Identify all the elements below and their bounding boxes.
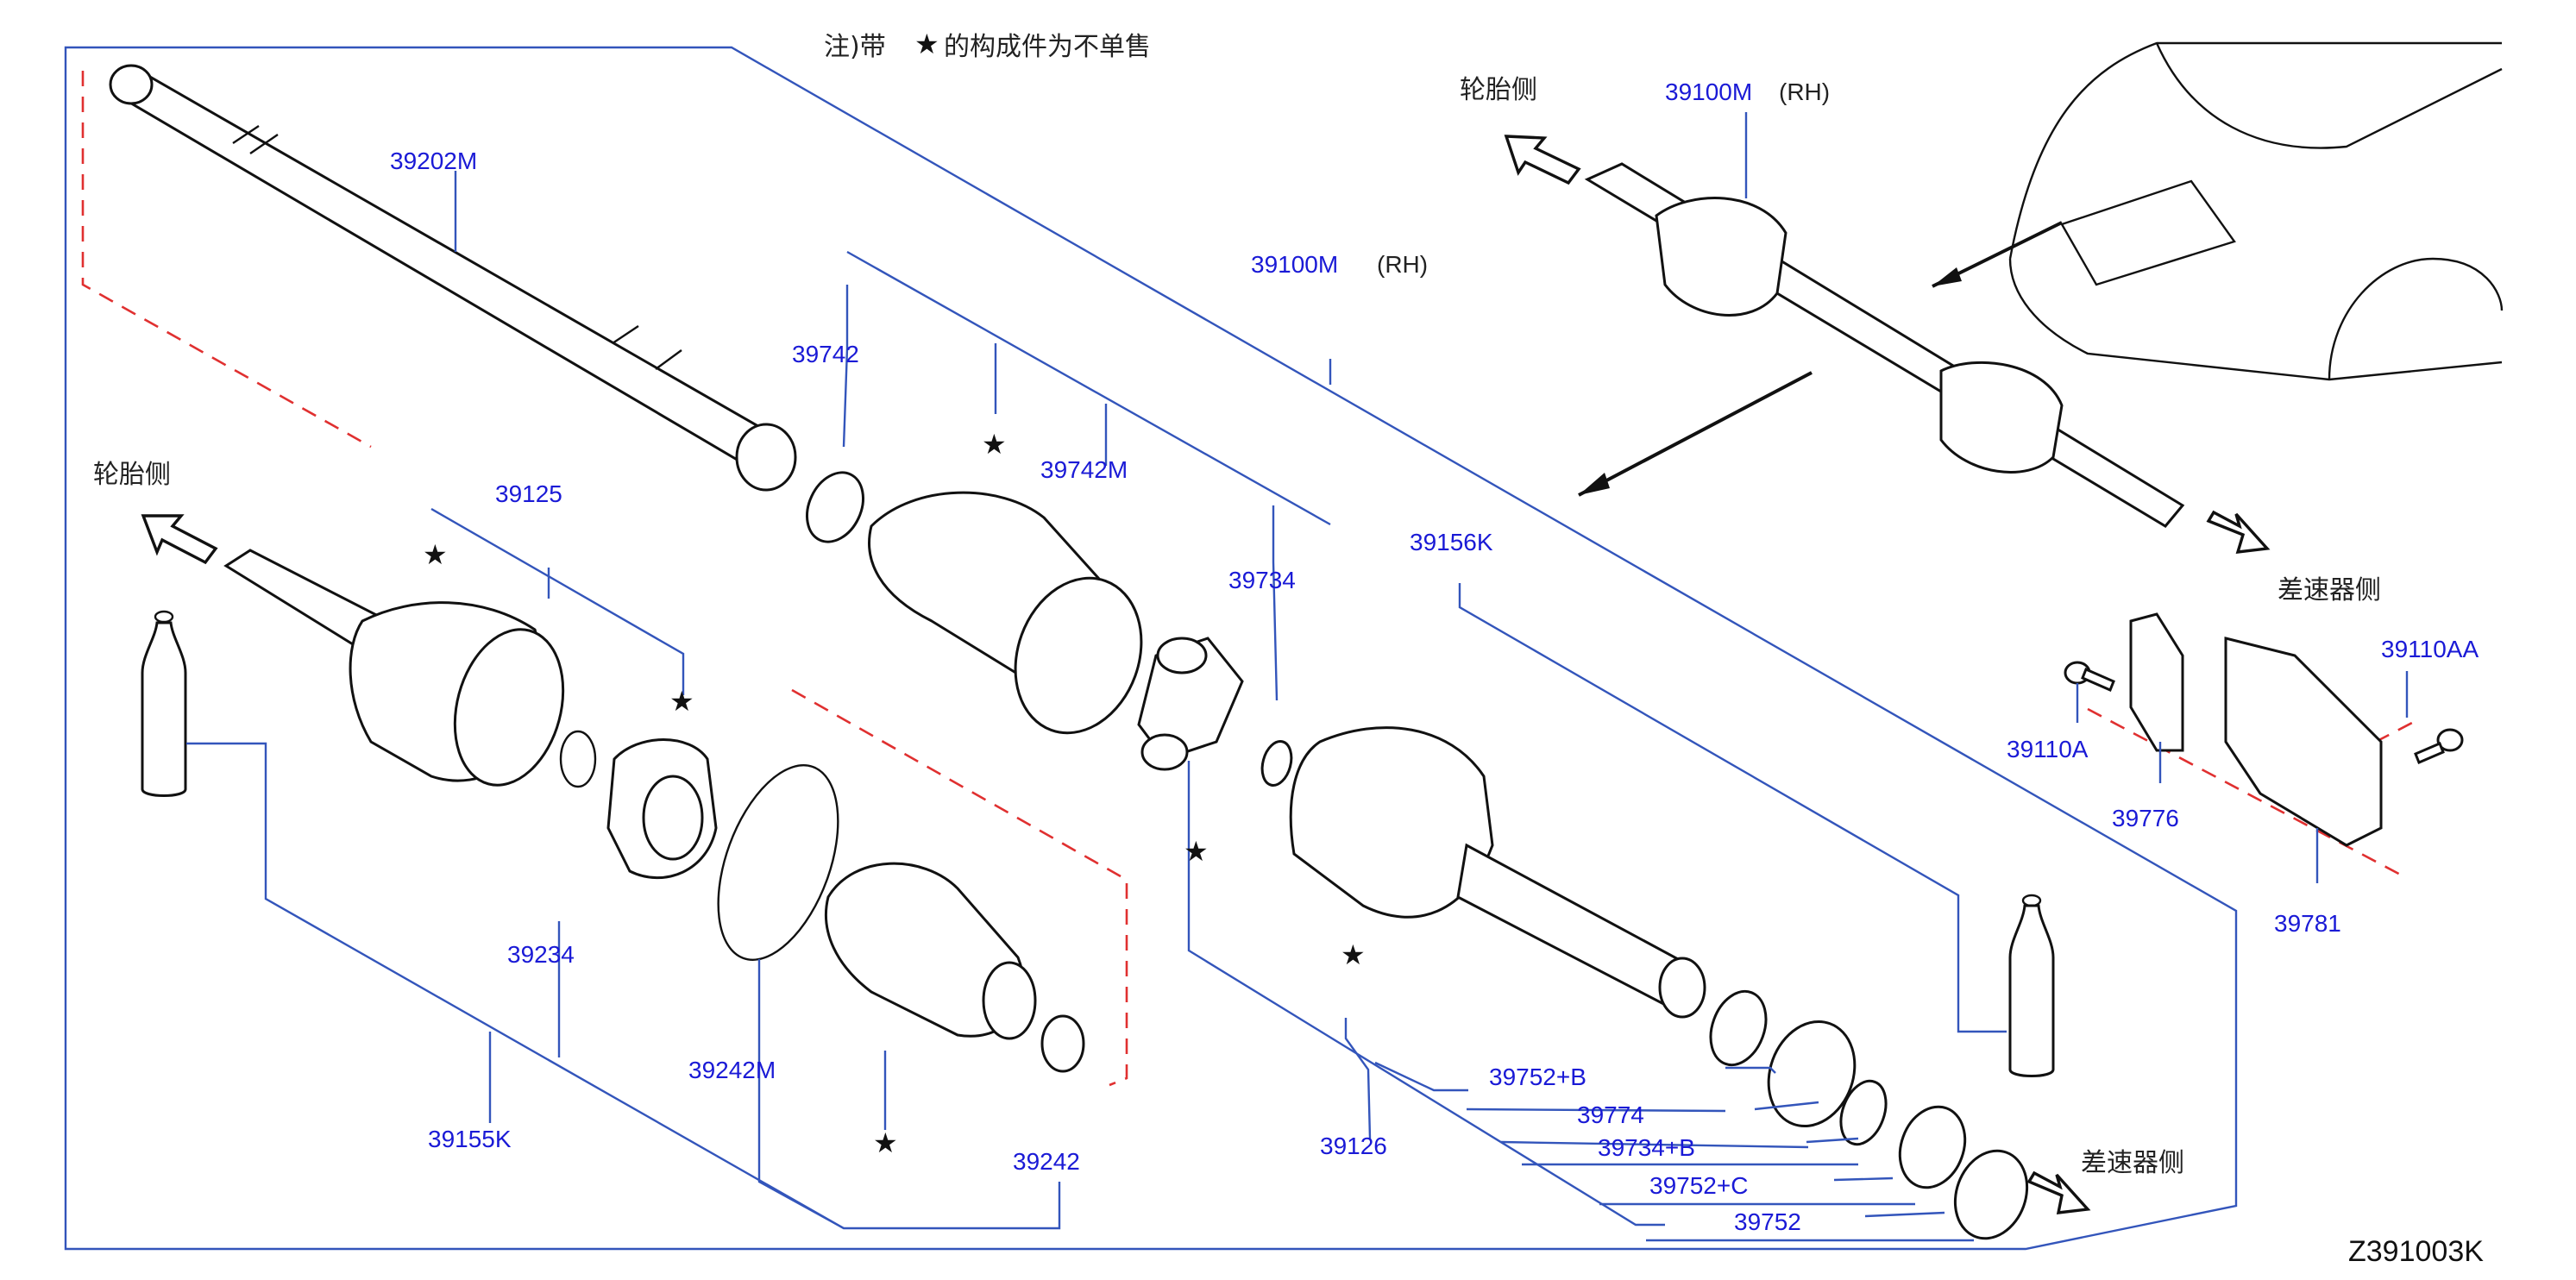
label-diff-side-top: 差速器侧 <box>2278 575 2381 605</box>
arrow-diff-side-top-icon <box>2206 510 2271 554</box>
label-rh: (RH) <box>1377 251 1428 278</box>
phantom-line-bracket-right <box>2328 721 2413 768</box>
label-39126: 39126 <box>1320 1133 1387 1159</box>
label-39156K: 39156K <box>1410 529 1493 555</box>
frame-outline <box>64 46 2238 1251</box>
label-39242M: 39242M <box>688 1057 776 1083</box>
label-39242: 39242 <box>1013 1148 1080 1175</box>
star-markers: ★ ★ ★ ★ ★ ★ <box>423 428 1366 1159</box>
star-icon: ★ <box>1184 835 1209 868</box>
label-tire-side-left: 轮胎侧 <box>93 460 171 490</box>
arrow-tire-side-top-icon <box>1504 135 1581 185</box>
plate-39776 <box>2129 612 2184 752</box>
star-icon: ★ <box>423 538 448 571</box>
tripod-joint <box>1137 637 1293 787</box>
label-39742: 39742 <box>792 341 859 367</box>
label-39781: 39781 <box>2274 910 2341 937</box>
bolt-39110AA <box>2414 728 2464 764</box>
circlip-39234 <box>559 730 597 788</box>
note-suffix: 的构成件为不单售 <box>944 32 1151 62</box>
label-tire-side-top: 轮胎侧 <box>1460 75 1537 105</box>
leader-lines <box>186 112 2409 1242</box>
part-labels: 39202M 39100M (RH) 39100M (RH) 39742 397… <box>390 78 2479 1235</box>
inner-race <box>606 738 718 880</box>
label-39776: 39776 <box>2112 805 2179 831</box>
label-39110A: 39110A <box>2007 736 2089 762</box>
label-39125: 39125 <box>495 480 562 507</box>
housing-39126 <box>1289 726 1706 1019</box>
arrow-tire-side-left-icon <box>141 514 218 565</box>
label-diff-side-bottom: 差速器侧 <box>2081 1148 2184 1178</box>
label-39155K: 39155K <box>428 1126 512 1152</box>
star-icon: ★ <box>669 685 694 718</box>
outer-joint <box>223 549 565 787</box>
label-39774: 39774 <box>1577 1101 1644 1128</box>
label-39100M: 39100M <box>1251 251 1338 278</box>
phantom-line-bracket <box>2087 707 2408 880</box>
star-icon: ★ <box>873 1126 898 1159</box>
boot-39742M <box>868 491 1143 735</box>
label-39734B: 39734+B <box>1598 1134 1695 1161</box>
label-39234: 39234 <box>507 941 575 968</box>
phantom-line-middle <box>791 688 1128 1087</box>
label-39752C: 39752+C <box>1649 1172 1748 1199</box>
diagram-code: Z391003K <box>2348 1235 2484 1268</box>
note-prefix: 注)带 <box>824 32 886 62</box>
label-39752: 39752 <box>1734 1208 1801 1235</box>
grease-tube-left <box>141 610 187 797</box>
label-39110AA: 39110AA <box>2381 636 2479 662</box>
side-labels: 轮胎侧 轮胎侧 差速器侧 差速器侧 <box>93 75 2381 1178</box>
bolt-39110A <box>2064 661 2115 692</box>
seal-rings <box>1709 989 2029 1240</box>
note: 注)带 ★ 的构成件为不单售 <box>824 28 1151 62</box>
arrow-position-icon <box>1578 371 1813 497</box>
shaft-39202M <box>109 64 797 492</box>
star-icon: ★ <box>982 428 1007 461</box>
phantom-line-left <box>81 71 372 449</box>
bracket-39781 <box>2224 637 2383 847</box>
grease-tube-right <box>2008 894 2055 1077</box>
arrow-diff-side-bottom-icon <box>2026 1170 2091 1214</box>
label-39100M-top: 39100M <box>1665 78 1752 105</box>
clamp-39742 <box>806 471 864 543</box>
vehicle-illustration <box>2008 41 2504 381</box>
label-39742M: 39742M <box>1040 456 1128 483</box>
label-rh-top: (RH) <box>1779 78 1830 105</box>
label-39202M: 39202M <box>390 147 477 174</box>
boot-39241 <box>824 862 1037 1040</box>
note-star-icon: ★ <box>914 28 939 60</box>
band-39242M <box>717 764 839 961</box>
label-39752B: 39752+B <box>1489 1064 1586 1090</box>
clamp-39242 <box>1040 1014 1085 1073</box>
star-icon: ★ <box>1341 938 1366 971</box>
assembled-shaft-rh <box>1584 162 2185 528</box>
arrow-car-icon <box>1932 221 2063 288</box>
label-39734: 39734 <box>1228 567 1296 593</box>
